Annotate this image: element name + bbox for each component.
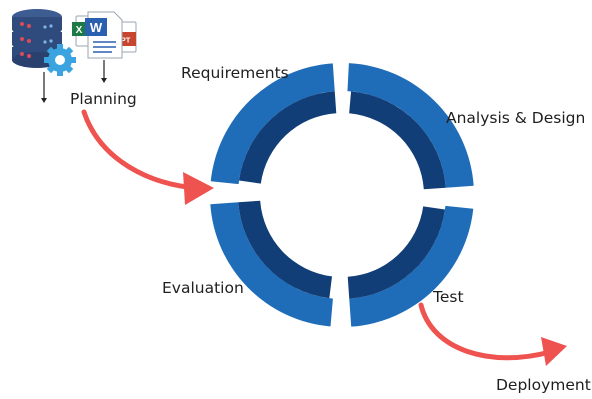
word-doc-icon: W <box>85 11 123 59</box>
deployment-arrow <box>418 302 553 361</box>
ring-band-outer-br <box>349 205 474 327</box>
word-letter: W <box>90 20 103 35</box>
ring-band-outer-bl <box>210 202 333 327</box>
deployment-arrowhead <box>541 337 567 366</box>
gear-icon <box>44 44 76 76</box>
ring-segment-analysis-design <box>347 63 474 190</box>
ring-band-inner-bl <box>238 200 333 299</box>
label-requirements: Requirements <box>181 64 289 82</box>
ring-segment-evaluation <box>210 200 333 327</box>
label-planning: Planning <box>70 90 137 108</box>
planning-arrowhead <box>183 172 214 205</box>
database-gear-icon <box>12 9 76 103</box>
label-test: Test <box>433 288 464 306</box>
excel-letter: X <box>76 25 83 36</box>
ring-band-outer-tl <box>210 63 335 185</box>
ring-band-inner-tr <box>349 91 446 190</box>
label-evaluation: Evaluation <box>162 279 244 297</box>
planning-arrow <box>81 109 201 191</box>
ring-segment-requirements <box>210 63 337 185</box>
office-documents-icon: X PPT W <box>72 11 137 83</box>
ring-band-inner-tl <box>239 91 337 184</box>
label-analysis-design: Analysis & Design <box>446 109 586 127</box>
ppt-letter: PPT <box>116 36 131 45</box>
label-deployment: Deployment <box>496 376 591 394</box>
ring-band-inner-br <box>347 206 445 299</box>
cycle-ring <box>210 63 474 327</box>
ring-segment-test <box>347 205 474 327</box>
ring-band-outer-tr <box>347 63 474 188</box>
